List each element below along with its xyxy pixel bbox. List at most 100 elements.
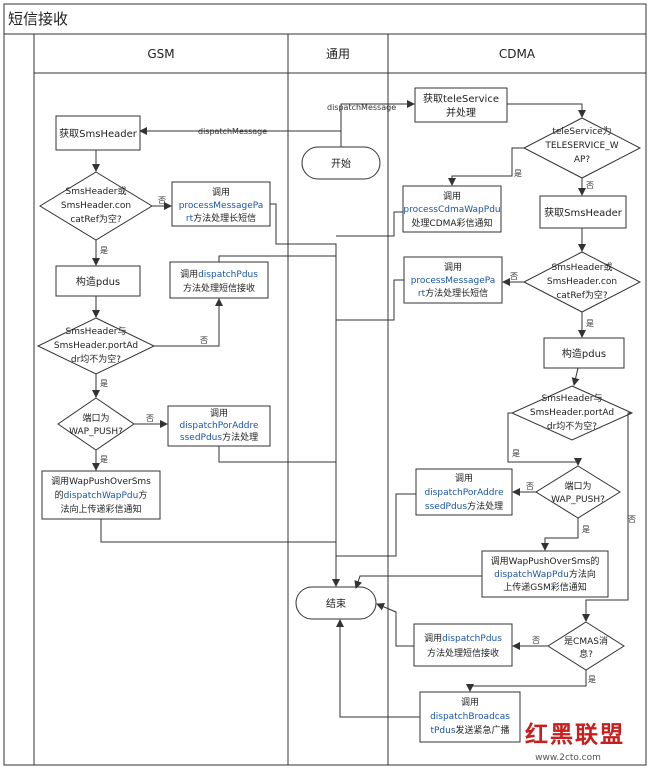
gsm-dispatch-port-method: dispatchPorAddre [179,421,259,431]
gsm-process-part-method: processMessagePa [179,201,264,211]
gsm-label-no-3: 否 [146,414,154,423]
cdma-wap-push-box [481,550,609,598]
cdma-label-yes-tele: 是 [514,169,522,178]
cdma-get-header-box [539,195,627,229]
cdma-process-wap-method: processCdmaWapPdu [403,205,500,215]
cdma-dispatch-port-box [415,468,513,516]
cdma-decision-tele-line3: AP? [574,155,591,165]
cdma-process-part-line1: 调用 [444,262,462,273]
cdma-decision-wap-line1: 端口为 [564,480,591,492]
cdma-label-no-port: 否 [628,515,636,524]
cdma-decision-port-line1: SmsHeader与 [542,393,603,404]
cdma-decision-wap-line2: WAP_PUSH? [551,495,605,505]
gsm-decision2-line3: dr均不为空? [71,353,121,365]
gsm-label-yes-2: 是 [100,379,108,388]
cdma-process-wap-box [402,185,502,233]
cdma-dispatch-port-line1: 调用 [455,473,473,484]
cdma-decision-tele-line2: TELESERVICE_W [544,141,618,151]
cdma-dispatch-pdus-line2: 方法处理短信接收 [427,647,499,659]
watermark-url: www.2cto.com [535,753,601,763]
gsm-dispatch-port-box [167,405,271,447]
cdma-wap-push-line2: dispatchWapPdu方法向 [494,568,596,580]
cdma-dispatch-port-method: dispatchPorAddre [424,488,504,498]
cdma-decision-header-line2: SmsHeader.con [547,277,617,287]
cdma-decision-tele-line1: teleService为 [552,125,611,137]
gsm-process-part-line1: 调用 [212,187,230,198]
cdma-label-yes-wap: 是 [582,525,590,534]
end-label: 结束 [326,597,346,610]
cdma-process-wap-line3: 处理CDMA彩信通知 [411,217,492,229]
cdma-get-teleservice-line1: 获取teleService [423,93,499,105]
gsm-label-yes-1: 是 [100,246,108,255]
gsm-label-no-2: 否 [200,336,208,345]
cdma-get-teleservice-box [414,87,508,123]
gsm-dispatch-port-line3: ssedPdus方法处理 [180,431,258,443]
page-title: 短信接收 [8,10,68,28]
cdma-process-part-line3: rt方法处理长短信 [418,287,488,299]
gsm-dispatch-pdus-box [169,261,269,299]
lane-common-header: 通用 [326,47,350,61]
gsm-decision3-line2: WAP_PUSH? [69,427,123,437]
cdma-get-header-text: 获取SmsHeader [544,207,623,219]
gsm-get-header-text: 获取SmsHeader [59,128,138,140]
gsm-dispatch-pdus-line1: 调用dispatchPdus [180,269,258,280]
gsm-wap-push-line2: 的dispatchWapPdu方 [55,489,148,501]
gsm-dispatch-port-line1: 调用 [210,408,228,419]
watermark-logo-text: 红黑联盟 [525,721,625,748]
cdma-label-no-tele: 否 [586,181,594,190]
cdma-decision-cmas-line1: 是CMAS消 [564,635,608,647]
cdma-wap-push-line3: 上传递GSM彩信通知 [503,581,586,593]
gsm-build-pdus-text: 构造pdus [76,275,120,288]
cdma-process-part-box [403,256,503,304]
gsm-build-pdus-box [55,265,141,297]
edge-label-dispatch-message-1: dispatchMessage [327,103,396,112]
cdma-label-yes-header: 是 [586,319,594,328]
cdma-build-pdus-box [543,337,625,369]
gsm-decision2-line2: SmsHeader.portAd [54,341,138,351]
gsm-decision1-line3: catRef为空? [70,213,122,225]
cdma-build-pdus-text: 构造pdus [562,347,606,360]
edge-start-to-gsm [139,127,342,147]
gsm-decision3-line1: 端口为 [82,412,109,424]
gsm-decision1-line2: SmsHeader.con [61,201,131,211]
gsm-decision-wap-push [57,397,135,451]
edge-label-dispatch-message-2: dispatchMessage [198,127,267,136]
gsm-wap-push-line1: 调用WapPushOverSms [51,476,151,487]
cdma-decision-port-line2: SmsHeader.portAd [530,408,614,418]
cdma-decision-cmas-line2: 息? [579,648,593,660]
cdma-dispatch-port-line3: ssedPdus方法处理 [425,500,503,512]
cdma-decision-port-addr [510,385,634,441]
cdma-process-part-method: processMessagePa [411,276,496,286]
gsm-dispatch-pdus-line2: 方法处理短信接收 [183,282,255,294]
cdma-broadcast-method: dispatchBroadcas [430,712,510,722]
cdma-broadcast-box [419,691,521,743]
gsm-process-part-box [171,181,271,227]
cdma-process-wap-line1: 调用 [443,191,461,202]
lane-cdma-header: CDMA [499,47,536,61]
gsm-label-no-1: 否 [158,196,166,205]
cdma-decision-port-line3: dr均不为空? [547,420,597,432]
start-label: 开始 [331,157,351,170]
cdma-get-teleservice-line2: 并处理 [446,106,476,119]
gsm-wap-push-line3: 法向上传递彩信通知 [60,503,141,515]
watermark-logo: 红黑联盟 www.2cto.com [525,721,625,763]
gsm-label-yes-3: 是 [100,455,108,464]
gsm-decision1-line1: SmsHeader或 [66,185,127,197]
cdma-label-no-wap: 否 [526,482,534,491]
swimlane-area [33,33,647,766]
cdma-broadcast-line3: tPdus发送紧急广播 [430,724,509,736]
cdma-label-no-cmas: 否 [532,636,540,645]
cdma-dispatch-pdus-box [413,623,513,667]
cdma-broadcast-line1: 调用 [461,697,479,708]
cdma-decision-wap-push [535,465,621,519]
cdma-wap-push-line1: 调用WapPushOverSms的 [491,555,600,567]
gsm-get-header-box [55,115,141,151]
gsm-decision2-line1: SmsHeader与 [66,326,127,337]
cdma-label-yes-cmas: 是 [588,675,596,684]
cdma-label-no-header: 否 [510,272,518,281]
lane-gsm-header: GSM [147,47,174,61]
cdma-label-yes-port: 是 [512,449,520,458]
gsm-process-part-line3: rt方法处理长短信 [186,212,256,224]
cdma-decision-header-line3: catRef为空? [556,289,608,301]
